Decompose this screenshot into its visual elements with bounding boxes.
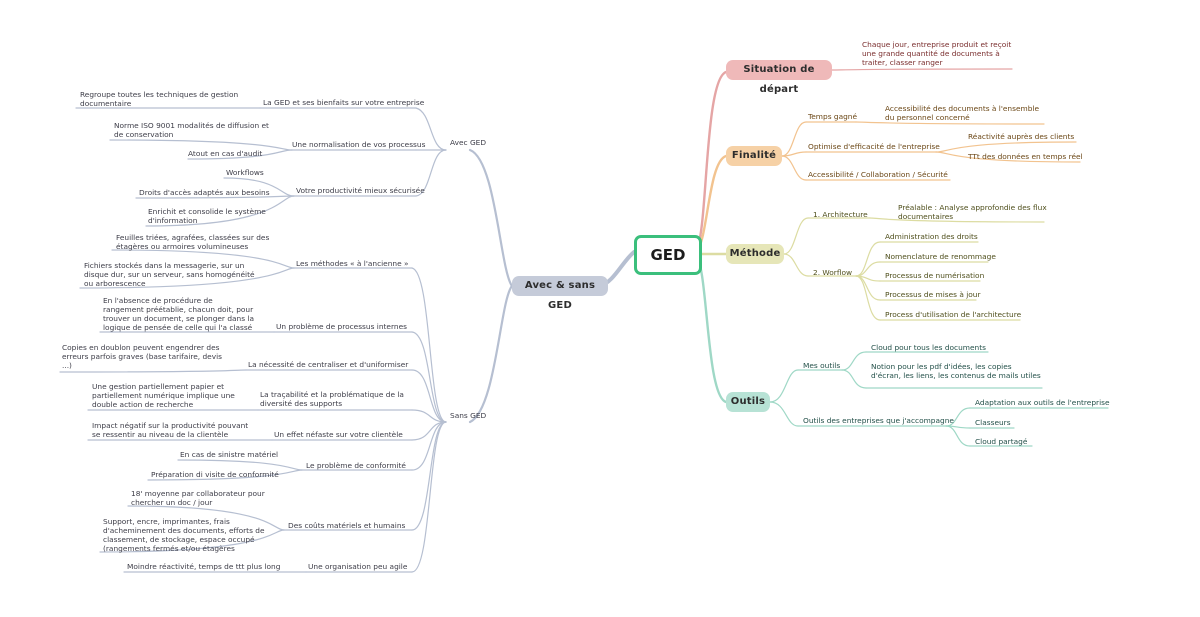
avec-ged-node[interactable]: Avec GED <box>450 138 487 147</box>
outils-detail-2-1: Adaptation aux outils de l'entreprise <box>975 398 1110 407</box>
connector-root-outils <box>694 254 728 404</box>
methode-detail-1-1: Préalable : Analyse approfondie des flux… <box>898 203 1047 221</box>
avec-sans-ged-node[interactable]: Avec & sans GED <box>512 276 608 311</box>
sans-item-8[interactable]: Une organisation peu agile <box>308 562 408 571</box>
sans-item-4[interactable]: La traçabilité et la problématique de la… <box>260 390 404 408</box>
sans-item-7[interactable]: Des coûts matériels et humains <box>288 521 406 530</box>
avec-detail-2-2: Atout en cas d'audit <box>188 149 263 158</box>
finalite-detail-2-2: TTt des données en temps réel <box>968 152 1083 161</box>
avec-item-2[interactable]: Une normalisation de vos processus <box>292 140 426 149</box>
methode-item-2[interactable]: 2. Worflow <box>813 268 853 277</box>
methode-detail-2-4: Processus de mises à jour <box>885 290 981 299</box>
sans-item-3[interactable]: La nécessité de centraliser et d'uniform… <box>248 360 409 369</box>
sans-detail-7-2: Support, encre, imprimantes, frais d'ach… <box>103 517 265 553</box>
connector-avec-sans-sans <box>468 284 514 424</box>
finalite-item-2[interactable]: Optimise d'efficacité de l'entreprise <box>808 142 940 151</box>
sans-detail-6-1: En cas de sinistre matériel <box>180 450 279 459</box>
finalite-item-3[interactable]: Accessibilité / Collaboration / Sécurité <box>808 170 948 179</box>
situation-detail: Chaque jour, entreprise produit et reçoi… <box>862 40 1012 67</box>
sans-detail-6-2: Préparation di visite de conformité <box>151 470 279 479</box>
methode-item-1[interactable]: 1. Architecture <box>813 210 868 219</box>
avec-item-1[interactable]: La GED et ses bienfaits sur votre entrep… <box>263 98 425 107</box>
sans-detail-2-1: En l'absence de procédure de rangement p… <box>103 296 255 332</box>
avec-detail-3-3: Enrichit et consolide le système d'infor… <box>148 207 266 225</box>
avec-detail-3-1: Workflows <box>226 168 264 177</box>
outils-detail-1-1: Cloud pour tous les documents <box>871 343 986 352</box>
situation-node[interactable]: Situation de départ <box>726 60 832 95</box>
avec-detail-3-2: Droits d'accès adaptés aux besoins <box>139 188 270 197</box>
methode-detail-2-5: Process d'utilisation de l'architecture <box>885 310 1022 319</box>
avec-detail-2-1: Norme ISO 9001 modalités de diffusion et… <box>114 121 269 139</box>
finalite-item-1[interactable]: Temps gagné <box>808 112 858 121</box>
outils-detail-2-2: Classeurs <box>975 418 1011 427</box>
avec-item-3[interactable]: Votre productivité mieux sécurisée <box>296 186 425 195</box>
sans-item-5[interactable]: Un effet néfaste sur votre clientèle <box>274 430 403 439</box>
avec-detail-1-1: Regroupe toutes les techniques de gestio… <box>80 90 239 108</box>
sans-item-1[interactable]: Les méthodes « à l'ancienne » <box>296 259 409 268</box>
methode-node[interactable]: Méthode <box>726 244 784 264</box>
methode-detail-2-2: Nomenclature de renommage <box>885 252 996 261</box>
sans-detail-3-1: Copies en doublon peuvent engendrer des … <box>62 343 223 370</box>
outils-item-1[interactable]: Mes outils <box>803 361 841 370</box>
methode-detail-2-1: Administration des droits <box>885 232 978 241</box>
sans-detail-1-2: Fichiers stockés dans la messagerie, sur… <box>84 261 255 288</box>
outils-detail-2-3: Cloud partagé <box>975 437 1028 446</box>
connector-avec-sans-avec <box>468 148 514 288</box>
sans-detail-5-1: Impact négatif sur la productivité pouva… <box>92 421 249 439</box>
sans-detail-1-1: Feuilles triées, agrafées, classées sur … <box>116 233 270 251</box>
sans-detail-7-1: 18' moyenne par collaborateur pour cherc… <box>131 489 265 507</box>
root-node[interactable]: GED <box>634 235 702 275</box>
finalite-detail-1-1: Accessibilité des documents à l'ensemble… <box>885 104 1040 122</box>
sans-detail-4-1: Une gestion partiellement papier et part… <box>92 382 235 409</box>
outils-item-2[interactable]: Outils des entreprises que j'accompagne <box>803 416 954 425</box>
finalite-detail-2-1: Réactivité auprès des clients <box>968 132 1075 141</box>
sans-item-6[interactable]: Le problème de conformité <box>306 461 406 470</box>
sans-item-2[interactable]: Un problème de processus internes <box>276 322 407 331</box>
sans-ged-node[interactable]: Sans GED <box>450 411 487 420</box>
methode-detail-2-3: Processus de numérisation <box>885 271 985 280</box>
outils-detail-1-2: Notion pour les pdf d'idées, les copies … <box>871 362 1041 380</box>
finalite-node[interactable]: Finalité <box>726 146 782 166</box>
outils-node[interactable]: Outils <box>726 392 770 412</box>
sans-detail-8-1: Moindre réactivité, temps de ttt plus lo… <box>127 562 281 571</box>
